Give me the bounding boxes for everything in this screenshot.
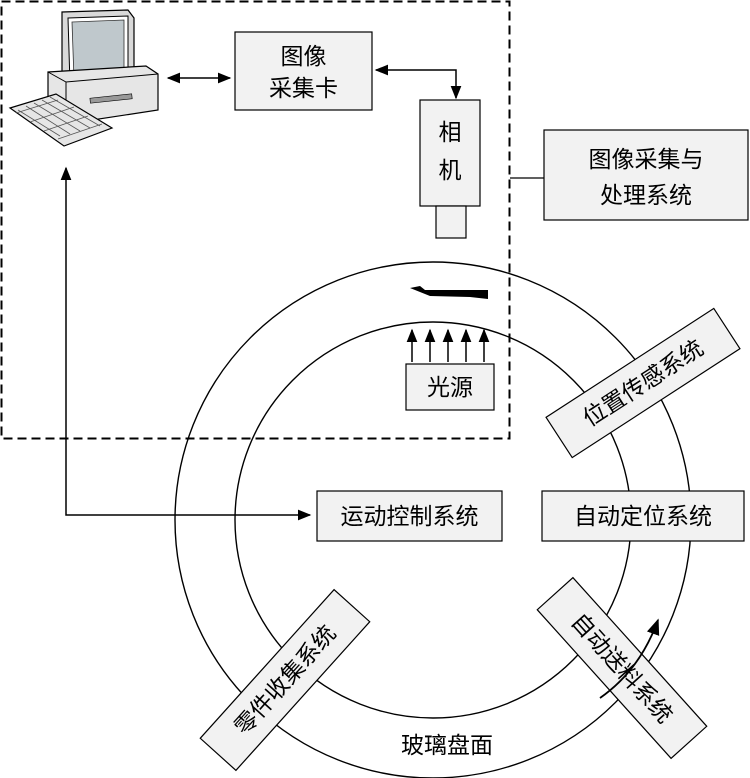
camera-label-line2: 机 (439, 158, 462, 184)
parts-collection-box: 零件收集系统 (199, 588, 371, 772)
auto-positioning-box: 自动定位系统 (541, 490, 745, 542)
parts-collection-label: 零件收集系统 (230, 621, 342, 741)
image-system-label-line2: 处理系统 (600, 183, 692, 209)
capture-card-label-line2: 采集卡 (269, 76, 338, 102)
part-icon (410, 286, 488, 299)
card-camera-arrow (374, 64, 462, 100)
camera-label-line1: 相 (439, 120, 462, 146)
image-system-box: 图像采集与 处理系统 (543, 129, 749, 221)
auto-feeding-box: 自动送料系统 (536, 576, 708, 760)
light-source-label: 光源 (427, 375, 473, 401)
auto-positioning-label: 自动定位系统 (574, 504, 712, 530)
capture-card-box: 图像 采集卡 (234, 31, 373, 111)
capture-card-label-line1: 图像 (281, 44, 327, 70)
light-rays (406, 328, 490, 362)
light-source-box: 光源 (405, 363, 495, 411)
motion-control-label: 运动控制系统 (341, 504, 479, 530)
motion-control-box: 运动控制系统 (316, 490, 503, 542)
computer-icon (8, 9, 159, 147)
camera-icon: 相 机 (419, 99, 481, 239)
computer-motion-arrow (60, 166, 312, 521)
auto-feeding-label: 自动送料系统 (565, 609, 677, 729)
image-system-label-line1: 图像采集与 (589, 147, 704, 173)
rotation-arrow (599, 618, 660, 699)
glass-disk-label: 玻璃盘面 (401, 733, 493, 759)
